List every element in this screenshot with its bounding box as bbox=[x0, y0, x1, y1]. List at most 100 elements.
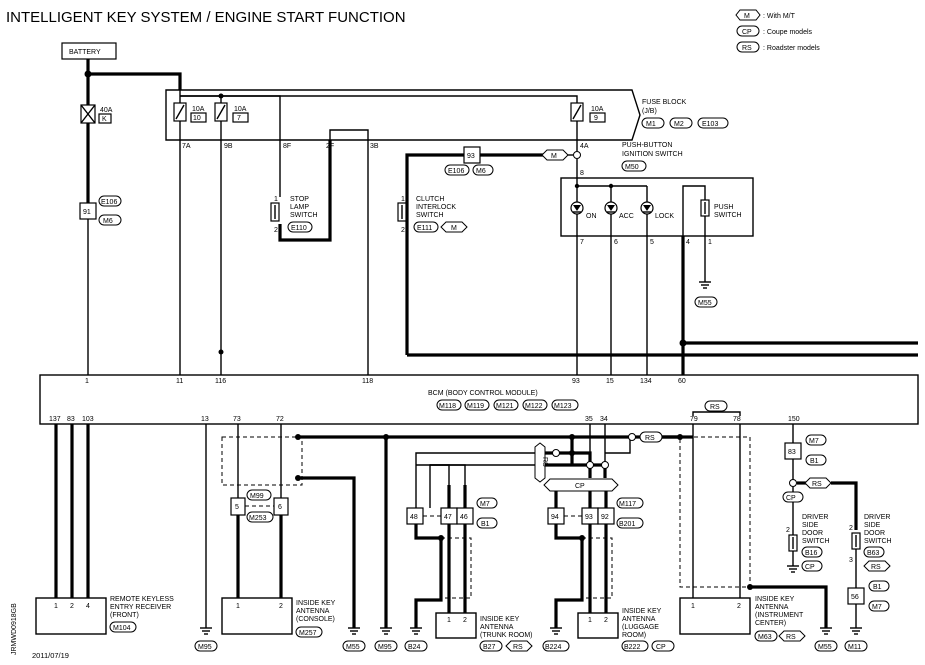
bcm-pin-83: 83 bbox=[67, 416, 75, 423]
ground-b224: B224 bbox=[545, 644, 561, 651]
bcm-pin-15: 15 bbox=[606, 378, 614, 385]
rs-vertical-tag bbox=[534, 442, 546, 483]
push-btn-l1: PUSH-BUTTON bbox=[622, 142, 672, 149]
bcm-conn-5: M123 bbox=[554, 403, 572, 410]
ground-m95-b: M95 bbox=[378, 644, 392, 651]
legend-tag-cp bbox=[736, 25, 760, 37]
bcm-conn-1: M118 bbox=[439, 403, 456, 410]
push-btn-pin8: 8 bbox=[580, 170, 584, 177]
diagram-title: INTELLIGENT KEY SYSTEM / ENGINE START FU… bbox=[6, 9, 406, 26]
fuse-block-outline bbox=[165, 89, 641, 141]
on-contact bbox=[570, 201, 584, 215]
door-rs-l3: DOOR bbox=[864, 530, 885, 537]
bcm-box bbox=[39, 374, 919, 425]
m99-c2: M253 bbox=[249, 515, 267, 522]
clutch-l1: CLUTCH bbox=[416, 196, 444, 203]
j94-c1: M117 bbox=[619, 501, 636, 508]
rs-horizontal-text: RS bbox=[645, 435, 655, 442]
j83-num: 83 bbox=[788, 449, 796, 456]
term-7a: 7A bbox=[182, 143, 191, 150]
battery-label: BATTERY bbox=[69, 49, 101, 56]
term-8f: 8F bbox=[283, 143, 291, 150]
bcm-pin-35: 35 bbox=[585, 416, 593, 423]
instrument-l1: INSIDE KEY bbox=[755, 596, 795, 603]
j48-c: 46 bbox=[460, 514, 468, 521]
j56-c2: M7 bbox=[872, 604, 882, 611]
door-cp-tag: CP bbox=[805, 564, 815, 571]
lock-label: LOCK bbox=[655, 213, 674, 220]
legend-cp-tag-text: CP bbox=[742, 29, 752, 36]
bcm-pin-137: 137 bbox=[49, 416, 61, 423]
rke-l1: REMOTE KEYLESS bbox=[110, 596, 174, 603]
pb-p6: 6 bbox=[614, 239, 618, 246]
bcm-pin-1: 1 bbox=[85, 378, 89, 385]
console-l1: INSIDE KEY bbox=[296, 600, 336, 607]
fuse-block-c2: M2 bbox=[674, 121, 684, 128]
ground-m55-a: M55 bbox=[346, 644, 360, 651]
instrument-conn: M63 bbox=[758, 634, 772, 641]
joint-93-c1: E106 bbox=[448, 168, 464, 175]
clutch-l3: SWITCH bbox=[416, 212, 444, 219]
term-9b: 9B bbox=[224, 143, 233, 150]
fuse-block-title: FUSE BLOCK bbox=[642, 99, 687, 106]
push-btn-conn: M50 bbox=[625, 164, 639, 171]
rke-p4: 4 bbox=[86, 603, 90, 610]
door-cp-pin: 2 bbox=[786, 527, 790, 534]
console-p2: 2 bbox=[279, 603, 283, 610]
trunk-antenna bbox=[435, 612, 477, 639]
clutch-conn: E111 bbox=[417, 225, 432, 232]
bcm-pin-78: 78 bbox=[733, 416, 741, 423]
lock-contact bbox=[640, 201, 654, 215]
fuse-block-c3: E103 bbox=[702, 121, 718, 128]
trunk-l2: ANTENNA bbox=[480, 624, 514, 631]
bcm-pin-11: 11 bbox=[176, 378, 183, 385]
instrument-antenna bbox=[679, 597, 751, 635]
bcm-conn-4: M122 bbox=[525, 403, 543, 410]
instrument-p1: 1 bbox=[691, 603, 695, 610]
bcm-pin-116: 116 bbox=[215, 378, 226, 385]
door-cp-conn: B16 bbox=[805, 550, 818, 557]
clutch-p2: 2 bbox=[401, 227, 405, 234]
push-button-ignition-switch bbox=[560, 177, 754, 237]
bcm-pin-93: 93 bbox=[572, 378, 580, 385]
rke-p1: 1 bbox=[54, 603, 58, 610]
instrument-l4: CENTER) bbox=[755, 620, 786, 627]
cp-tag-text: CP bbox=[575, 483, 585, 490]
acc-label: ACC bbox=[619, 213, 634, 220]
m99-p5: 5 bbox=[235, 504, 239, 511]
j83-c2: B1 bbox=[810, 458, 819, 465]
luggage-antenna bbox=[577, 612, 619, 639]
door-rs-l4: SWITCH bbox=[864, 538, 892, 545]
door-rs-conn: B63 bbox=[867, 550, 880, 557]
console-p1: 1 bbox=[236, 603, 240, 610]
stop-lamp-l3: SWITCH bbox=[290, 212, 318, 219]
stop-lamp-p1: 1 bbox=[274, 196, 278, 203]
trunk-p1: 1 bbox=[447, 617, 451, 624]
bcm-pin-34: 34 bbox=[600, 416, 608, 423]
j94-c: 92 bbox=[601, 514, 609, 521]
trunk-p2: 2 bbox=[463, 617, 467, 624]
fuse-block-jb: (J/B) bbox=[642, 108, 657, 115]
door-cp-l2: SIDE bbox=[802, 522, 819, 529]
fuse-7-id: 7 bbox=[237, 115, 241, 122]
j56-num: 56 bbox=[851, 594, 859, 601]
legend-tag-rs bbox=[736, 41, 760, 53]
rs-vertical-text: RS bbox=[541, 457, 548, 467]
clutch-p1: 1 bbox=[401, 196, 405, 203]
luggage-l2: ANTENNA bbox=[622, 616, 656, 623]
legend-cp-text: : Coupe models bbox=[763, 29, 813, 36]
door-cp-top-tag: CP bbox=[786, 495, 796, 502]
fuse-7-rating: 10A bbox=[234, 106, 247, 113]
trunk-l3: (TRUNK ROOM) bbox=[480, 632, 533, 639]
fuse-40a-id: K bbox=[102, 116, 107, 123]
legend-tag-m bbox=[735, 9, 761, 21]
bcm-rs-tag: RS bbox=[710, 404, 720, 411]
luggage-tag: CP bbox=[656, 644, 666, 651]
j94-c2: B201 bbox=[619, 521, 635, 528]
term-4a: 4A bbox=[580, 143, 589, 150]
bcm-pin-150: 150 bbox=[788, 416, 800, 423]
fuse-9-rating: 10A bbox=[591, 106, 604, 113]
joint-93-c2: M6 bbox=[476, 168, 486, 175]
rke-l3: (FRONT) bbox=[110, 612, 139, 619]
door-cp-l3: DOOR bbox=[802, 530, 823, 537]
